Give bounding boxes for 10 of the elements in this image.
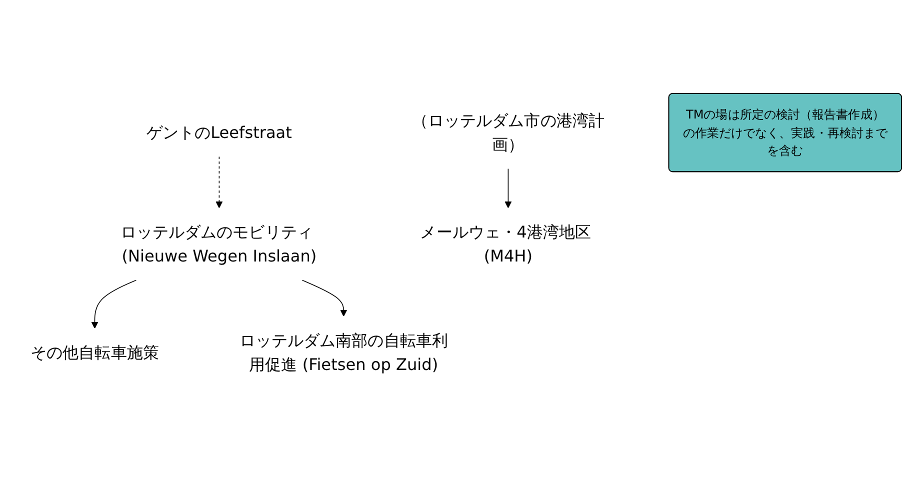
arrow bbox=[302, 280, 348, 317]
node-text: ゲントのLeefstraat bbox=[146, 122, 292, 142]
node-text: その他自転車施策 bbox=[30, 342, 159, 362]
arrow bbox=[91, 280, 137, 329]
node-text: ロッテルダム南部の自転車利用促進 (Fietsen op Zuid) bbox=[239, 330, 448, 374]
node-text: ロッテルダムのモビリティ (Nieuwe Wegen Inslaan) bbox=[120, 222, 317, 266]
arrow bbox=[216, 156, 223, 208]
node-text: メールウェ・4港湾地区 (M4H) bbox=[420, 222, 592, 266]
arrow bbox=[504, 168, 512, 208]
node-text: （ロッテルダム市の港湾計画） bbox=[412, 110, 605, 154]
